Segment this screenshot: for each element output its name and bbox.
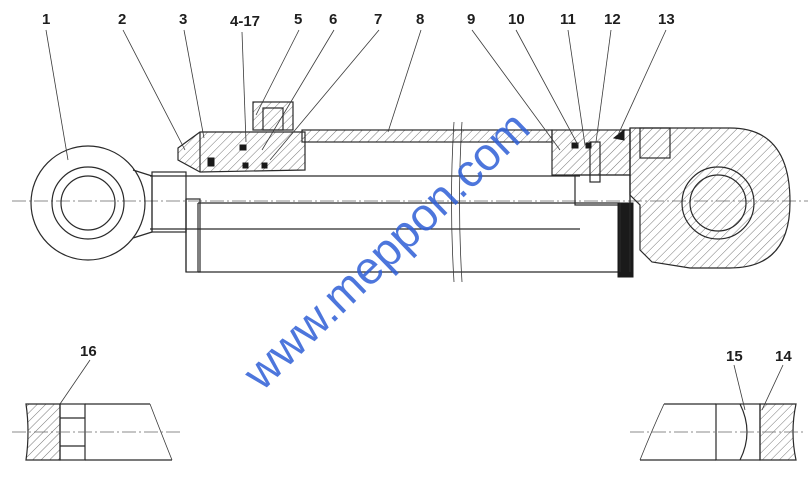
callout-11: 11 <box>560 11 576 28</box>
callout-8: 8 <box>416 11 424 28</box>
detail-left <box>12 403 180 461</box>
callout-labels: 1 2 3 4-17 5 6 7 8 9 10 11 12 13 16 15 1… <box>42 11 792 365</box>
callout-7: 7 <box>374 11 382 28</box>
callout-5: 5 <box>294 11 302 28</box>
detail-right <box>630 403 806 461</box>
callout-16: 16 <box>80 343 97 360</box>
callout-2: 2 <box>118 11 126 28</box>
callout-3: 3 <box>179 11 187 28</box>
callout-10: 10 <box>508 11 525 28</box>
main-cylinder-view <box>12 101 808 283</box>
callout-6: 6 <box>329 11 337 28</box>
callout-14: 14 <box>775 348 792 365</box>
callout-9: 9 <box>467 11 475 28</box>
callout-13: 13 <box>658 11 675 28</box>
callout-12: 12 <box>604 11 621 28</box>
barrel-section <box>177 101 553 173</box>
piston-rod <box>150 175 580 273</box>
callout-1: 1 <box>42 11 50 28</box>
callout-15: 15 <box>726 348 743 365</box>
rear-clevis <box>612 127 791 272</box>
leader-lines <box>45 29 784 411</box>
callout-4-17: 4-17 <box>230 13 260 30</box>
rod-eye <box>30 145 187 261</box>
